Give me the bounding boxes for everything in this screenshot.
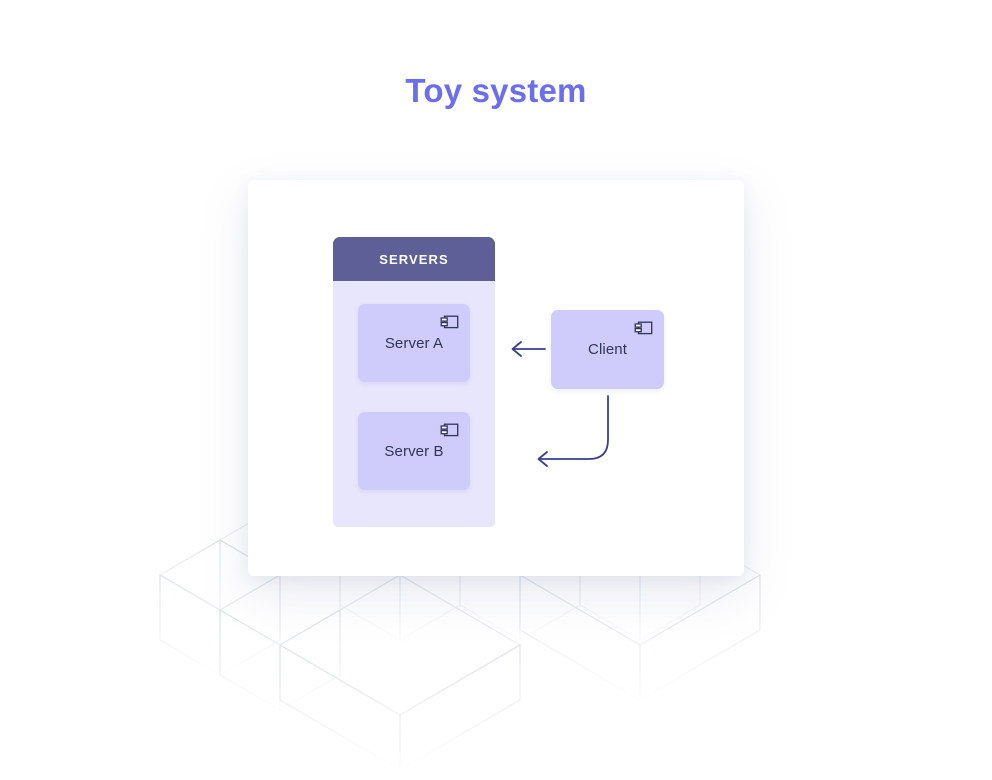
connector-layer [511,341,609,467]
page-title: Toy system [405,72,587,109]
node-server-a[interactable]: Server A [358,304,470,382]
component-icon [634,321,653,335]
servers-group-header-label: SERVERS [379,251,449,267]
component-icon [440,423,459,437]
connector-client-to-server-b [537,395,609,467]
node-client-label: Client [588,341,627,358]
node-server-b-label: Server B [384,443,444,460]
connector-client-to-server-a [511,341,546,357]
node-server-a-label: Server A [384,335,444,352]
node-client[interactable]: Client [551,310,664,389]
servers-group-header: SERVERS [333,237,495,281]
diagram-card: SERVERS Server A Server B [248,180,744,576]
servers-group: SERVERS Server A Server B [333,237,495,527]
component-icon [440,315,459,329]
node-server-b[interactable]: Server B [358,412,470,490]
